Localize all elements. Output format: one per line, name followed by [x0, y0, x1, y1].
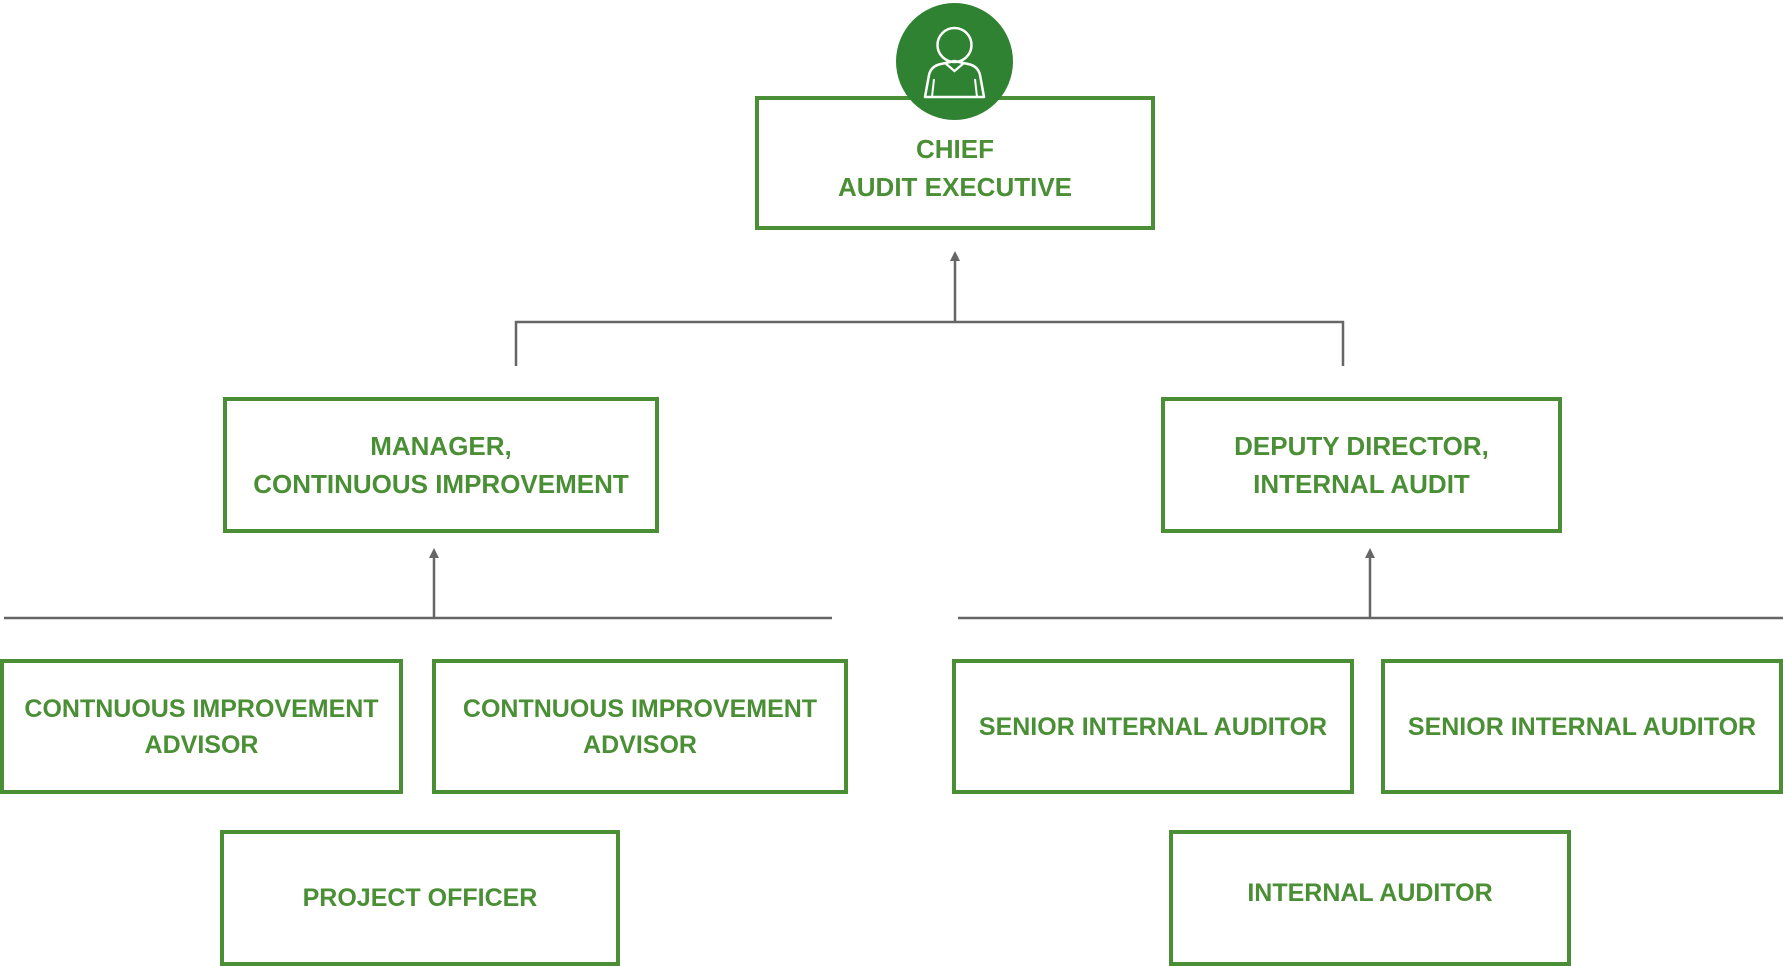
project-officer-label: PROJECT OFFICER	[302, 884, 538, 912]
ci-advisor-box-1: CONTNUOUS IMPROVEMENT ADVISOR	[0, 659, 403, 794]
chief-audit-executive-label: CHIEF AUDIT EXECUTIVE	[837, 134, 1073, 202]
project-officer-box: PROJECT OFFICER	[220, 830, 620, 966]
senior-internal-auditor-label-1: SENIOR INTERNAL AUDITOR	[978, 712, 1328, 741]
senior-internal-auditor-label-2: SENIOR INTERNAL AUDITOR	[1407, 712, 1757, 741]
ci-advisor-label-2: CONTNUOUS IMPROVEMENT ADVISOR	[462, 694, 818, 759]
senior-internal-auditor-box-1: SENIOR INTERNAL AUDITOR	[952, 659, 1354, 794]
deputy-director-internal-audit-box: DEPUTY DIRECTOR, INTERNAL AUDIT	[1161, 397, 1562, 533]
connector-manager-deputy-bracket	[514, 320, 1345, 366]
ci-advisor-label-1: CONTNUOUS IMPROVEMENT ADVISOR	[24, 694, 379, 759]
senior-internal-auditor-box-2: SENIOR INTERNAL AUDITOR	[1381, 659, 1783, 794]
manager-continuous-improvement-box: MANAGER, CONTINUOUS IMPROVEMENT	[223, 397, 659, 533]
internal-auditor-box: INTERNAL AUDITOR	[1169, 830, 1571, 966]
internal-auditor-label: INTERNAL AUDITOR	[1247, 879, 1493, 907]
chief-audit-executive-box: CHIEF AUDIT EXECUTIVE	[755, 96, 1155, 230]
person-icon	[896, 3, 1013, 120]
manager-continuous-improvement-label: MANAGER, CONTINUOUS IMPROVEMENT	[253, 431, 629, 499]
deputy-director-internal-audit-label: DEPUTY DIRECTOR, INTERNAL AUDIT	[1234, 431, 1489, 499]
ci-advisor-box-2: CONTNUOUS IMPROVEMENT ADVISOR	[432, 659, 848, 794]
